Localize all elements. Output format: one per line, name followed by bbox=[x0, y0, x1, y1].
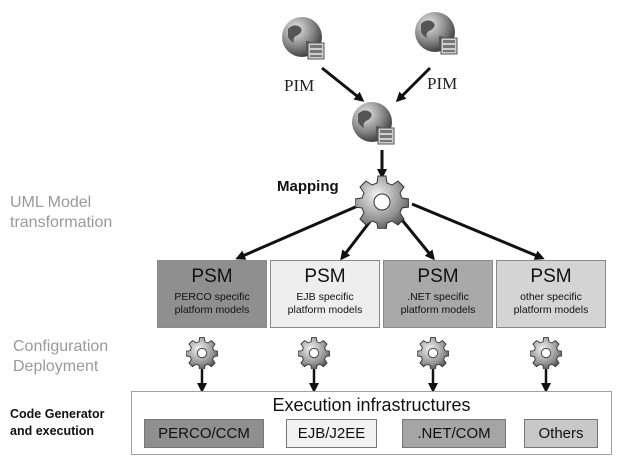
execution-title: Execution infrastructures bbox=[272, 395, 471, 415]
pim-label-left: PIM bbox=[284, 76, 315, 95]
psm-subtitle: PERCO specific platform models bbox=[174, 291, 250, 316]
gear-icon bbox=[298, 337, 330, 369]
infra-perco-ccm: PERCO/CCM bbox=[144, 419, 264, 448]
mapping-label: Mapping bbox=[277, 178, 339, 195]
uml-transformation-label: UML Model transformation bbox=[10, 194, 113, 231]
psm-title: PSM bbox=[304, 266, 346, 287]
psm-title: PSM bbox=[530, 266, 572, 287]
infra-dotnet-com: .NET/COM bbox=[402, 419, 506, 448]
infra-others: Others bbox=[524, 419, 598, 448]
psm-title: PSM bbox=[191, 266, 233, 287]
gear-icon bbox=[186, 337, 218, 369]
psm-box-dotnet: PSM .NET specific platform models bbox=[383, 260, 493, 328]
psm-subtitle: EJB specific platform models bbox=[287, 291, 363, 316]
configuration-deployment-label: Configuration Deployment bbox=[13, 338, 109, 375]
gear-icon bbox=[530, 337, 562, 369]
psm-title: PSM bbox=[417, 266, 459, 287]
psm-box-ejb: PSM EJB specific platform models bbox=[270, 260, 380, 328]
psm-subtitle: other specific platform models bbox=[513, 291, 589, 316]
psm-subtitle: .NET specific platform models bbox=[400, 291, 476, 316]
gear-icon bbox=[355, 175, 409, 229]
psm-box-other: PSM other specific platform models bbox=[496, 260, 606, 328]
code-generator-label: Code Generator and execution bbox=[10, 407, 105, 438]
gear-icon bbox=[417, 337, 449, 369]
globe-server-icon bbox=[352, 102, 395, 145]
pim-label-right: PIM bbox=[427, 74, 458, 93]
infra-ejb-j2ee: EJB/J2EE bbox=[286, 419, 377, 448]
globe-server-icon bbox=[415, 12, 458, 55]
psm-box-perco: PSM PERCO specific platform models bbox=[157, 260, 267, 328]
execution-infrastructures-box: Execution infrastructures PERCO/CCM EJB/… bbox=[131, 391, 612, 455]
globe-server-icon bbox=[282, 17, 325, 60]
